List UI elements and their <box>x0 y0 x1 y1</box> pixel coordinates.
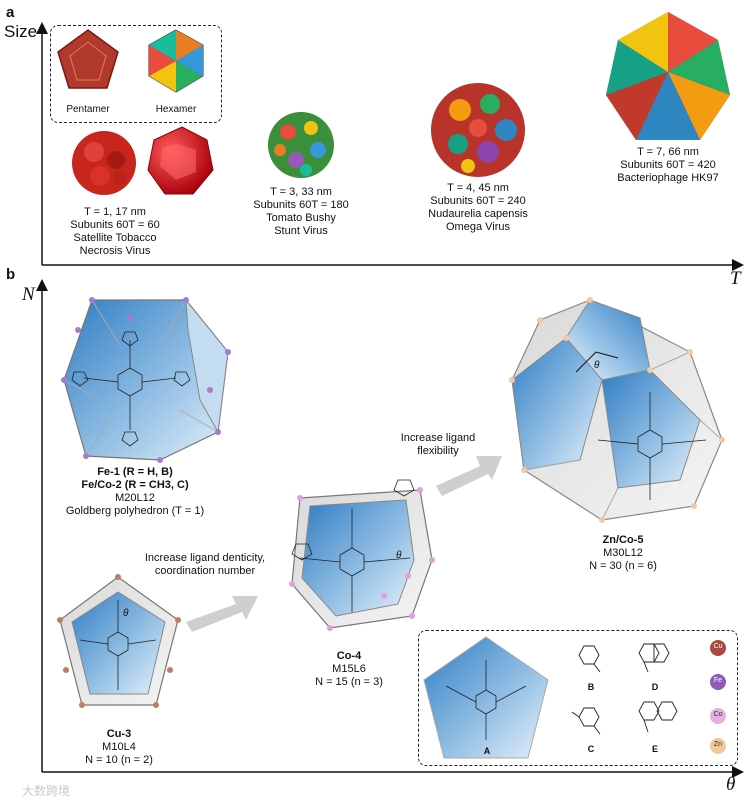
cu-angle-label: θ <box>123 608 129 619</box>
arrow-denticity-line2: coordination number <box>154 565 256 577</box>
zn-angle-label: θ <box>594 360 600 371</box>
fe-caption: Fe-1 (R = H, B) Fe/Co-2 (R = CH3, C) M20… <box>60 466 210 518</box>
zn-name: Zn/Co-5 <box>602 534 644 546</box>
legend-metal-fe: Fe <box>713 677 723 684</box>
tbsv-line1: T = 3, 33 nm <box>270 186 332 198</box>
pentamer-label: Pentamer <box>66 104 110 115</box>
fe-cage-icon <box>61 297 231 463</box>
co-cage-icon <box>289 479 435 631</box>
cu-cage-icon <box>57 574 181 708</box>
co-name: Co-4 <box>336 650 362 662</box>
panel-a-y-axis-label: Size <box>4 22 38 41</box>
legend-ligand-b-icon <box>578 645 601 673</box>
pentamer-icon <box>57 29 119 89</box>
nov-line4: Omega Virus <box>446 221 510 233</box>
legend-label-a: A <box>483 746 491 756</box>
cu-name: Cu-3 <box>106 728 132 740</box>
arrow-flexibility-icon <box>436 456 502 496</box>
watermark: 大数跨境 <box>22 784 71 798</box>
co-count: N = 15 (n = 3) <box>315 676 383 688</box>
stnv-capsid-icon <box>72 131 136 195</box>
capsomer-inset <box>50 25 222 123</box>
stnv-caption: T = 1, 17 nm Subunits 60T = 60 Satellite… <box>40 206 190 258</box>
cu-count: N = 10 (n = 2) <box>85 754 153 766</box>
cu-caption: Cu-3 M10L4 N = 10 (n = 2) <box>64 728 174 767</box>
legend-label-b: B <box>587 682 595 692</box>
legend-ligand-d-icon <box>638 643 670 673</box>
nov-line3: Nudaurelia capensis <box>428 208 528 220</box>
fe-line1: Fe-1 (R = H, B) <box>97 466 173 478</box>
co-angle-label: θ <box>396 550 402 561</box>
panel-b-x-axis-label: θ <box>726 774 736 795</box>
hk97-caption: T = 7, 66 nm Subunits 60T = 420 Bacterio… <box>593 146 743 185</box>
arrow-denticity-label: Increase ligand denticity, coordination … <box>130 552 280 578</box>
stnv-line2: Subunits 60T = 60 <box>70 219 160 231</box>
dodecahedron-icon <box>147 126 214 195</box>
hexamer-icon <box>148 29 204 93</box>
legend-metal-co: Co <box>713 711 723 718</box>
zn-count: N = 30 (n = 6) <box>589 560 657 572</box>
panel-b-letter: b <box>6 266 16 283</box>
legend-label-c: C <box>587 744 595 754</box>
fe-line4: Goldberg polyhedron (T = 1) <box>65 505 205 517</box>
nov-line2: Subunits 60T = 240 <box>430 195 526 207</box>
co-caption: Co-4 M15L6 N = 15 (n = 3) <box>294 650 404 689</box>
fe-line2: Fe/Co-2 (R = CH3, C) <box>81 479 189 491</box>
panel-b-axes <box>36 279 744 778</box>
tbsv-caption: T = 3, 33 nm Subunits 60T = 180 Tomato B… <box>226 186 376 238</box>
panel-b-y-axis-label: N <box>22 284 35 305</box>
hk97-line2: Subunits 60T = 420 <box>620 159 716 171</box>
co-formula: M15L6 <box>332 663 366 675</box>
arrow-flexibility-line1: Increase ligand <box>400 432 476 444</box>
legend-metal-spheres <box>710 640 726 754</box>
panel-a-letter: a <box>6 4 15 21</box>
nov-caption: T = 4, 45 nm Subunits 60T = 240 Nudaurel… <box>403 182 553 234</box>
nov-capsid-icon <box>431 83 525 177</box>
hexamer-label: Hexamer <box>155 104 197 115</box>
legend-metal-zn: Zn <box>713 741 723 748</box>
arrow-flexibility-line2: flexibility <box>417 445 459 457</box>
fe-formula: M20L12 <box>115 492 155 504</box>
tbsv-line3: Tomato Bushy <box>266 212 336 224</box>
zn-formula: M30L12 <box>603 547 643 559</box>
stnv-line3: Satellite Tobacco <box>73 232 157 244</box>
legend-metal-cu: Cu <box>713 643 723 650</box>
legend-inset <box>418 630 738 766</box>
legend-ligand-a-icon <box>423 636 549 759</box>
stnv-line4: Necrosis Virus <box>79 245 151 257</box>
arrow-denticity-line1: Increase ligand denticity, <box>144 552 266 564</box>
legend-ligand-c-icon <box>571 707 601 735</box>
nov-line1: T = 4, 45 nm <box>447 182 509 194</box>
hk97-line1: T = 7, 66 nm <box>637 146 699 158</box>
panel-a-axes <box>36 22 744 271</box>
cu-formula: M10L4 <box>102 741 136 753</box>
legend-label-d: D <box>651 682 659 692</box>
panel-a-x-axis-label: T <box>730 268 741 289</box>
tbsv-line2: Subunits 60T = 180 <box>253 199 349 211</box>
hk97-line3: Bacteriophage HK97 <box>617 172 719 184</box>
tbsv-line4: Stunt Virus <box>274 225 328 237</box>
zn-caption: Zn/Co-5 M30L12 N = 30 (n = 6) <box>568 534 678 573</box>
zn-cage-icon <box>509 297 725 523</box>
arrow-denticity-icon <box>186 596 258 632</box>
legend-label-e: E <box>651 744 658 754</box>
legend-ligand-e-icon <box>638 701 678 733</box>
stnv-line1: T = 1, 17 nm <box>84 206 146 218</box>
arrow-flexibility-label: Increase ligand flexibility <box>383 432 493 458</box>
tbsv-capsid-icon <box>268 112 334 178</box>
hk97-capsid-icon <box>606 12 730 140</box>
